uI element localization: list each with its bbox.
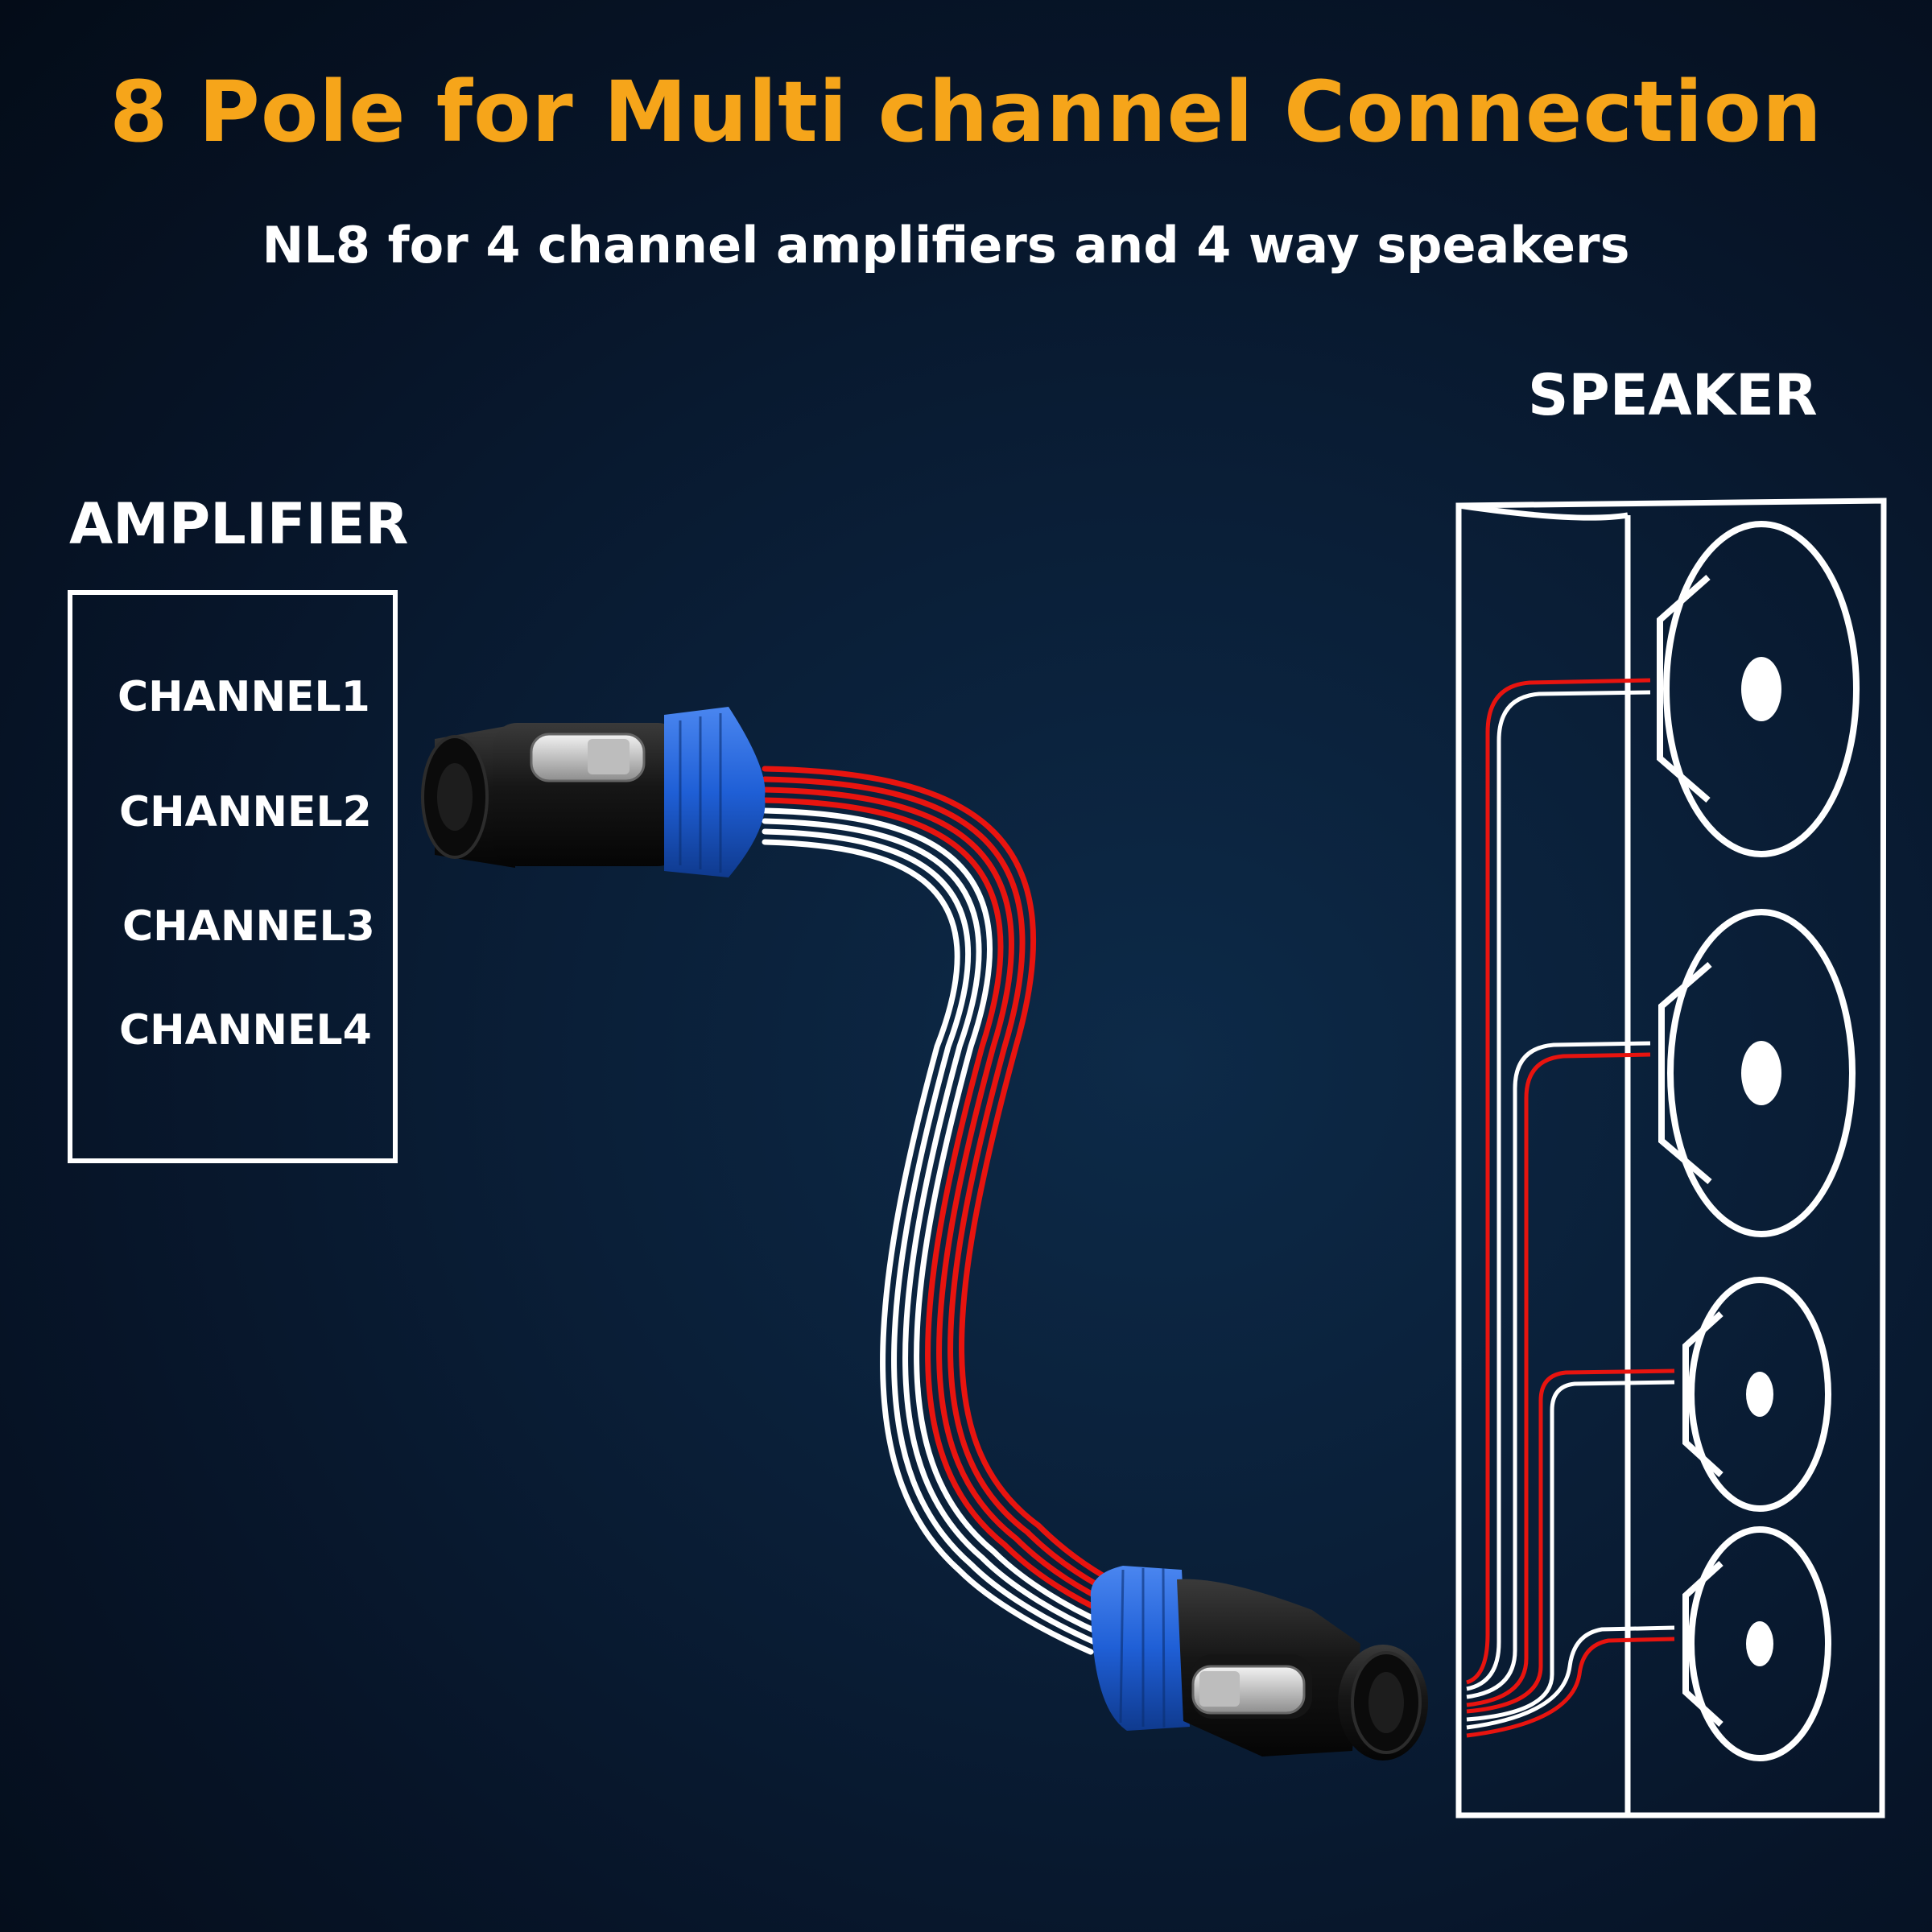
speakon-connector-icon <box>421 707 766 877</box>
diagram-subtitle: NL8 for 4 channel amplifiers and 4 way s… <box>262 216 1630 275</box>
speaker-heading: SPEAKER <box>1528 362 1818 428</box>
amplifier-channel-2: CHANNEL2 <box>119 788 372 836</box>
speakon-connector-icon <box>1090 1566 1428 1761</box>
amplifier-box <box>68 590 398 1163</box>
speaker-cabinet <box>1455 497 1887 1818</box>
diagram-title: 8 Pole for Multi channel Connection <box>109 63 1823 161</box>
amplifier-channel-3: CHANNEL3 <box>122 902 375 951</box>
amplifier-heading: AMPLIFIER <box>69 491 409 557</box>
amplifier-channel-1: CHANNEL1 <box>118 673 370 721</box>
amplifier-channel-4: CHANNEL4 <box>119 1006 372 1055</box>
speaker-cone-centers <box>1741 657 1781 1666</box>
internal-wiring <box>1466 678 1675 1738</box>
main-cable <box>762 766 1122 1655</box>
speaker-cone-icon <box>1657 521 1860 1761</box>
